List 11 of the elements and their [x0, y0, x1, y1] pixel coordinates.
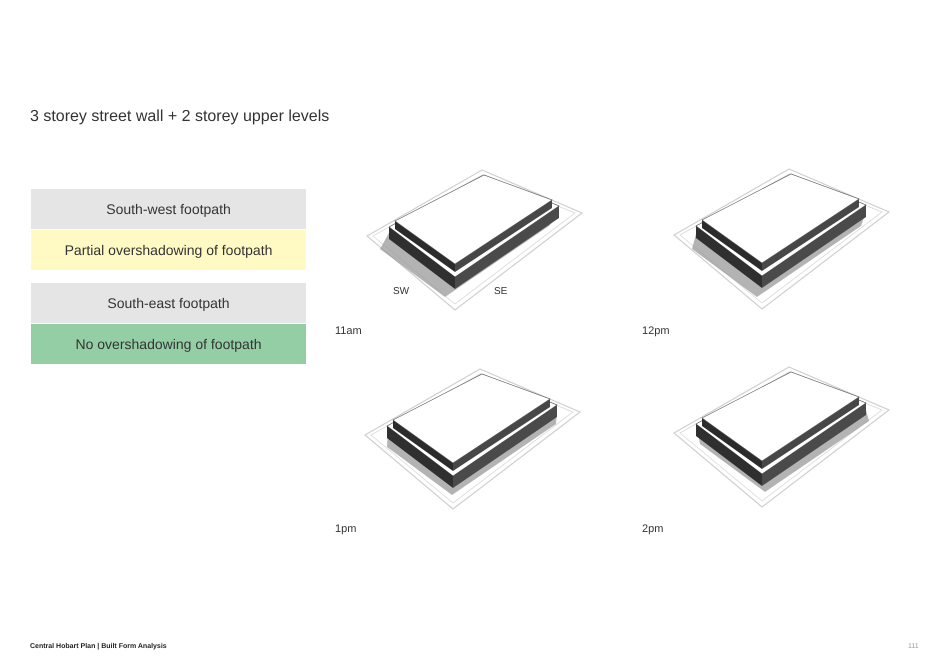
- time-label: 11am: [335, 324, 362, 339]
- page-title: 3 storey street wall + 2 storey upper levels: [30, 107, 330, 127]
- time-label: 12pm: [642, 324, 670, 339]
- heading-band: South-west footpath: [31, 189, 306, 229]
- heading-band: South-east footpath: [31, 283, 306, 323]
- time-label: 2pm: [642, 522, 664, 537]
- time-label: 1pm: [335, 522, 356, 537]
- side-label: SW: [393, 285, 410, 299]
- side-label: SE: [494, 285, 508, 299]
- result-band: No overshadowing of footpath: [31, 324, 306, 364]
- result-band: Partial overshadowing of footpath: [31, 230, 306, 270]
